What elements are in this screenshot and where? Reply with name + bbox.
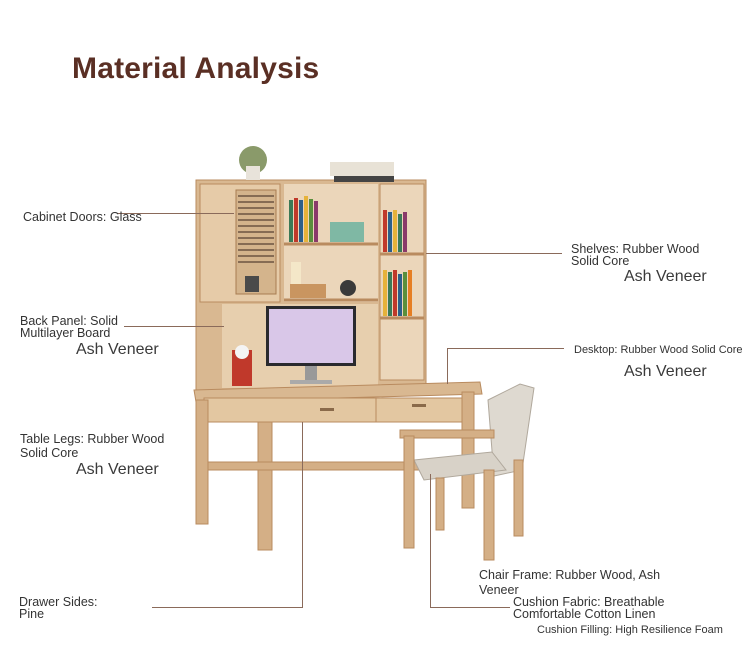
- label-cabinet-doors: Cabinet Doors: Glass: [23, 210, 142, 224]
- label-table-legs-ash: Ash Veneer: [76, 461, 159, 478]
- label-shelves-ash: Ash Veneer: [624, 268, 707, 285]
- label-chair-frame-1: Chair Frame: Rubber Wood, Ash: [479, 568, 661, 582]
- leader-shelves: [426, 253, 562, 254]
- label-desktop-ash: Ash Veneer: [624, 363, 707, 380]
- label-back-panel-ash: Ash Veneer: [76, 341, 159, 358]
- label-back-panel-1: Back Panel: Solid: [20, 314, 118, 328]
- leader-drawer-v: [302, 422, 303, 608]
- leader-cushion-v: [430, 474, 431, 608]
- leader-cushion-h: [430, 607, 510, 608]
- label-cushion-fabric-1: Cushion Fabric: Breathable: [513, 595, 665, 609]
- leader-back-panel: [124, 326, 224, 327]
- label-table-legs-2: Solid Core: [20, 446, 79, 460]
- leader-cabinet-doors: [118, 213, 234, 214]
- leader-drawer-h: [152, 607, 303, 608]
- label-drawer-sides-2: Pine: [19, 607, 45, 621]
- label-cushion-fabric-2: Comfortable Cotton Linen: [513, 607, 656, 621]
- page-title: Material Analysis: [72, 52, 320, 85]
- label-desktop-1: Desktop: Rubber Wood Solid Core: [574, 344, 743, 356]
- label-back-panel-2: Multilayer Board: [20, 326, 111, 340]
- label-cushion-filling: Cushion Filling: High Resilience Foam: [537, 624, 723, 636]
- leader-desktop-v: [447, 348, 448, 384]
- label-chair-frame-2: Veneer: [479, 583, 519, 597]
- label-table-legs-1: Table Legs: Rubber Wood: [20, 432, 165, 446]
- label-shelves-2: Solid Core: [571, 254, 630, 268]
- label-shelves-1: Shelves: Rubber Wood: [571, 242, 700, 256]
- label-drawer-sides-1: Drawer Sides:: [19, 595, 98, 609]
- leader-desktop-h: [447, 348, 564, 349]
